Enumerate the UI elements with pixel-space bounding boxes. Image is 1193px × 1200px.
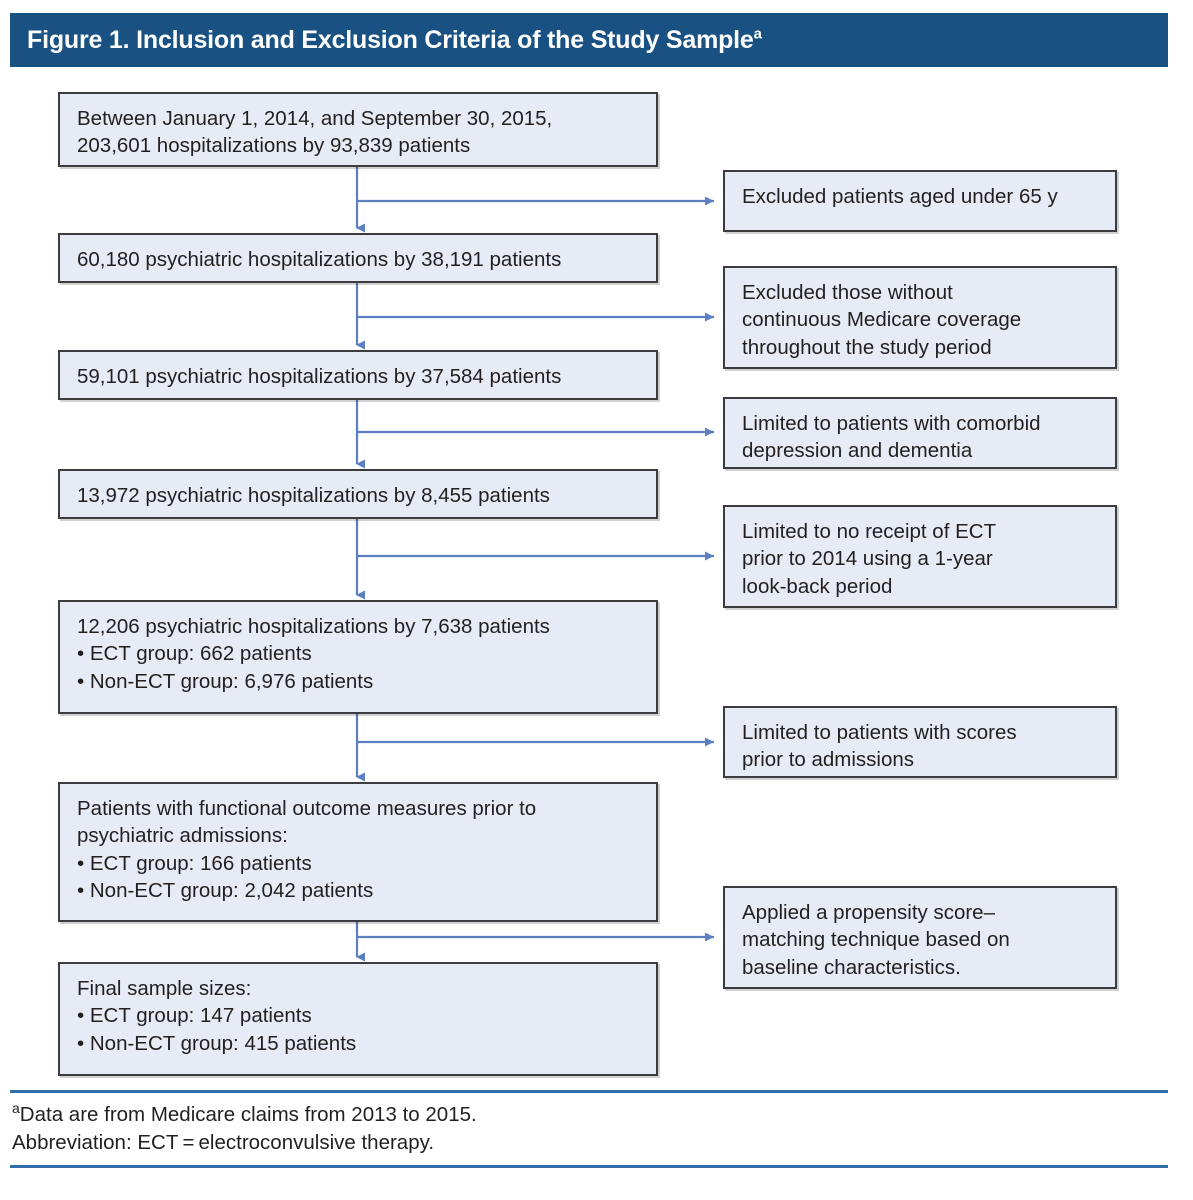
node-line: • ECT group: 166 patients (77, 851, 312, 875)
node-line: • Non-ECT group: 6,976 patients (77, 669, 374, 693)
node-line: 13,972 psychiatric hospitalizations by 8… (77, 484, 550, 507)
node-line: 60,180 psychiatric hospitalizations by 3… (77, 248, 562, 271)
node-line: prior to admissions (742, 748, 915, 772)
node-line: Excluded those without (742, 281, 953, 304)
node-line: 12,206 psychiatric hospitalizations by 7… (77, 615, 550, 638)
excluded-under-65-box: Excluded patients aged under 65 y (723, 170, 1117, 232)
functional-outcome-measures-box: Patients with functional outcome measure… (58, 782, 658, 922)
psychiatric-hospitalizations-12206-box: 12,206 psychiatric hospitalizations by 7… (58, 600, 658, 714)
node-line: • Non-ECT group: 415 patients (77, 1031, 357, 1055)
psychiatric-hospitalizations-59101-box: 59,101 psychiatric hospitalizations by 3… (58, 350, 658, 400)
node-line: Limited to patients with scores (742, 721, 1017, 744)
limited-scores-prior-admission-box: Limited to patients with scores prior to… (723, 706, 1117, 778)
footnote-body: aData are from Medicare claims from 2013… (10, 1093, 1168, 1161)
excluded-no-continuous-coverage-box: Excluded those without continuous Medica… (723, 266, 1117, 369)
node-line: 59,101 psychiatric hospitalizations by 3… (77, 365, 562, 388)
footnote-rule-bottom (10, 1164, 1168, 1168)
node-line: Applied a propensity score– (742, 901, 995, 924)
node-line: throughout the study period (742, 335, 992, 359)
final-sample-sizes-box: Final sample sizes: • ECT group: 147 pat… (58, 962, 658, 1076)
footnote-line-2: Abbreviation: ECT = electroconvulsive th… (12, 1130, 435, 1154)
node-line: continuous Medicare coverage (742, 308, 1022, 332)
node-line: Limited to no receipt of ECT (742, 520, 997, 543)
node-line: • ECT group: 147 patients (77, 1004, 312, 1028)
initial-cohort-box: Between January 1, 2014, and September 3… (58, 92, 658, 167)
node-line: • Non-ECT group: 2,042 patients (77, 878, 374, 902)
node-line: psychiatric admissions: (77, 824, 288, 848)
node-line: Between January 1, 2014, and September 3… (77, 107, 553, 130)
node-line: baseline characteristics. (742, 955, 961, 979)
limited-comorbid-depression-dementia-box: Limited to patients with comorbid depres… (723, 397, 1117, 469)
node-line: Limited to patients with comorbid (742, 412, 1041, 435)
node-line: • ECT group: 662 patients (77, 642, 312, 666)
footnote-line-1: aData are from Medicare claims from 2013… (12, 1101, 1166, 1129)
node-line: 203,601 hospitalizations by 93,839 patie… (77, 134, 471, 158)
node-line: depression and dementia (742, 439, 973, 463)
node-line: Excluded patients aged under 65 y (742, 185, 1058, 208)
limited-no-prior-ect-box: Limited to no receipt of ECT prior to 20… (723, 505, 1117, 608)
footnote-rule-top (10, 1090, 1168, 1093)
footnote-line-1-text: Data are from Medicare claims from 2013 … (19, 1103, 477, 1126)
figure-title-text: Figure 1. Inclusion and Exclusion Criter… (27, 25, 754, 54)
figure-footnote: aData are from Medicare claims from 2013… (10, 1090, 1168, 1168)
page-title: Figure 1. Inclusion and Exclusion Criter… (10, 26, 762, 55)
figure-title-bar: Figure 1. Inclusion and Exclusion Criter… (10, 13, 1168, 67)
psychiatric-hospitalizations-60180-box: 60,180 psychiatric hospitalizations by 3… (58, 233, 658, 283)
figure-title-footnote-marker: a (753, 25, 762, 43)
node-line: matching technique based on (742, 928, 1010, 952)
node-line: Final sample sizes: (77, 977, 252, 1000)
node-line: look-back period (742, 574, 893, 598)
psychiatric-hospitalizations-13972-box: 13,972 psychiatric hospitalizations by 8… (58, 469, 658, 519)
footnote-marker: a (12, 1100, 20, 1117)
node-line: Patients with functional outcome measure… (77, 797, 537, 820)
propensity-score-matching-box: Applied a propensity score– matching tec… (723, 886, 1117, 989)
node-line: prior to 2014 using a 1-year (742, 547, 993, 571)
